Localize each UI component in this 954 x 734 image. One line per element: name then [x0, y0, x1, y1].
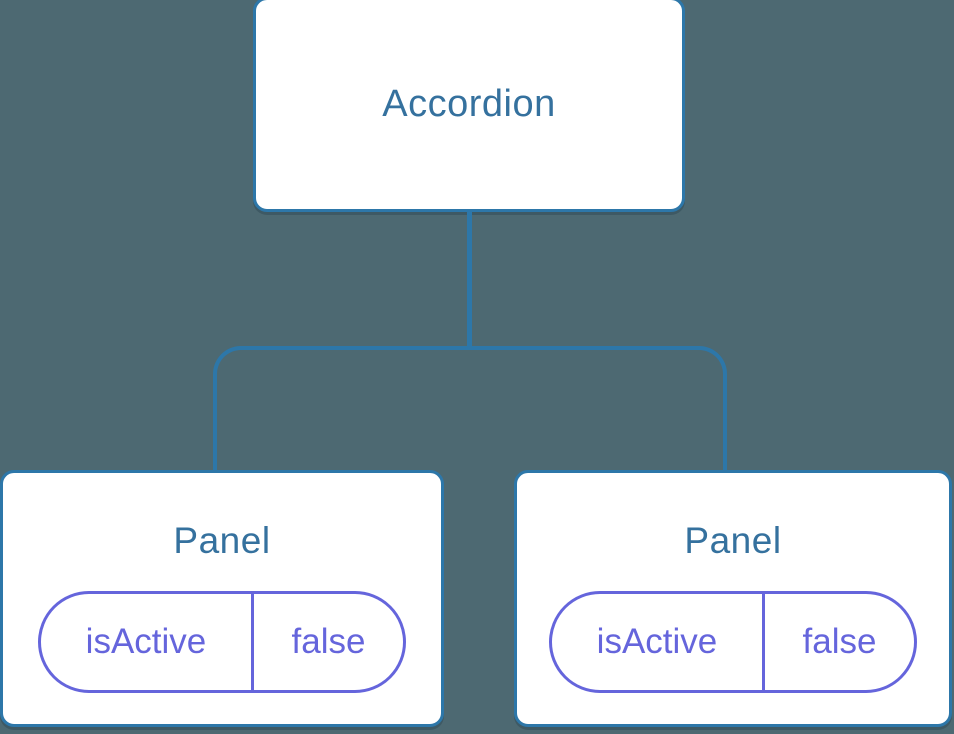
- state-name: isActive: [41, 594, 254, 691]
- panel-left-state-pill: isActive false: [38, 591, 406, 694]
- state-value: false: [291, 622, 366, 662]
- panel-node-right: Panel isActive false: [514, 470, 952, 727]
- accordion-node: Accordion: [253, 0, 685, 212]
- accordion-node-label: Accordion: [382, 82, 556, 125]
- panel-node-left: Panel isActive false: [0, 470, 444, 727]
- panel-right-state-pill: isActive false: [549, 591, 917, 694]
- connector-root-stem: [467, 212, 472, 346]
- state-value: false: [802, 622, 877, 662]
- connector-branch-bracket: [213, 346, 727, 470]
- panel-right-label: Panel: [684, 520, 782, 561]
- state-name: isActive: [552, 594, 765, 691]
- panel-left-label: Panel: [173, 520, 271, 561]
